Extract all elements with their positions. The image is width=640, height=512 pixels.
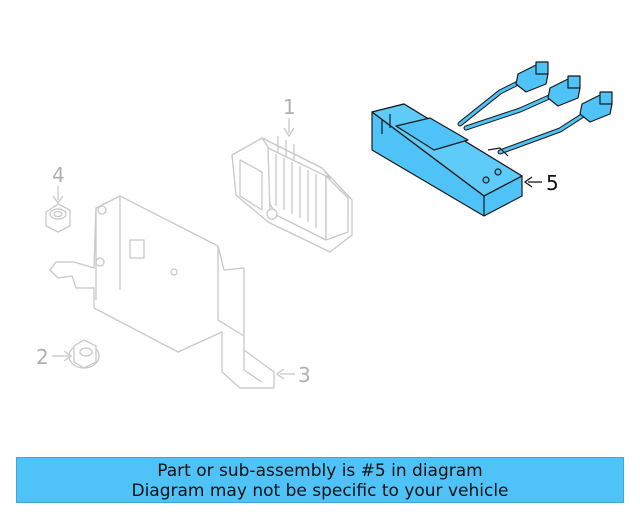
info-banner: Part or sub-assembly is #5 in diagram Di… [16, 457, 624, 503]
part-3-bracket [49, 195, 275, 389]
part-4-nut [45, 203, 71, 233]
part-5-module [371, 61, 613, 217]
part-1-unit [231, 136, 353, 253]
callout-5: 5 [546, 171, 559, 195]
callout-1: 1 [283, 95, 296, 119]
callout-4: 4 [52, 163, 65, 187]
callout-arrows [52, 118, 542, 380]
banner-line-2: Diagram may not be specific to your vehi… [131, 481, 509, 501]
part-2-nut [68, 339, 100, 369]
callout-3: 3 [298, 363, 311, 387]
banner-line-1: Part or sub-assembly is #5 in diagram [157, 461, 483, 481]
parts-diagram: 1 4 2 3 5 [36, 61, 613, 389]
callout-2: 2 [36, 345, 49, 369]
